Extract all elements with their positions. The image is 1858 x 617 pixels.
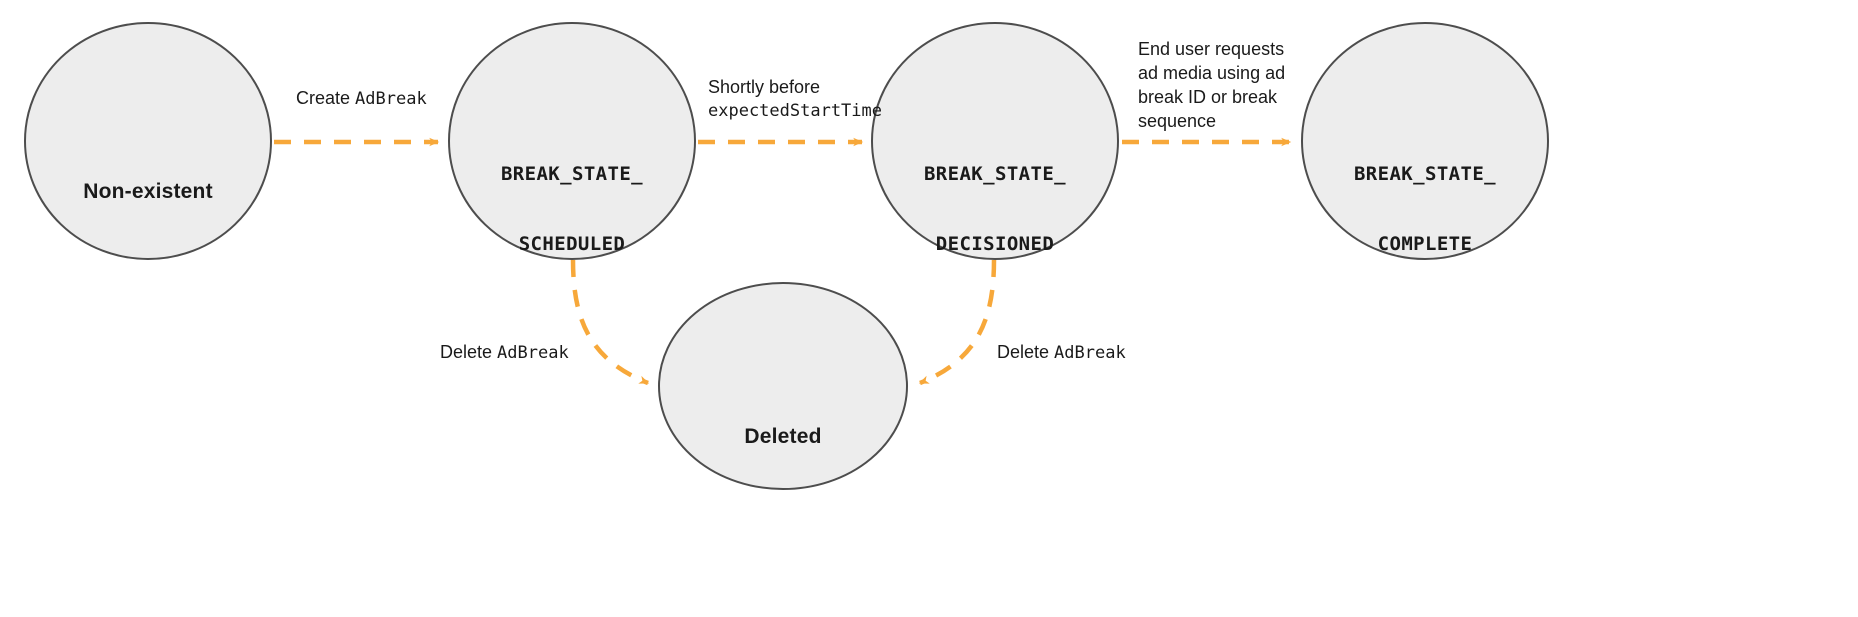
node-break-state-scheduled[interactable] <box>448 22 696 260</box>
edge-delete-adbreak-from-decisioned <box>918 259 997 386</box>
node-deleted[interactable] <box>658 282 908 490</box>
node-break-state-complete[interactable] <box>1301 22 1549 260</box>
edge-delete-adbreak-from-scheduled <box>570 259 650 386</box>
node-non-existent[interactable] <box>24 22 272 260</box>
node-break-state-decisioned[interactable] <box>871 22 1119 260</box>
